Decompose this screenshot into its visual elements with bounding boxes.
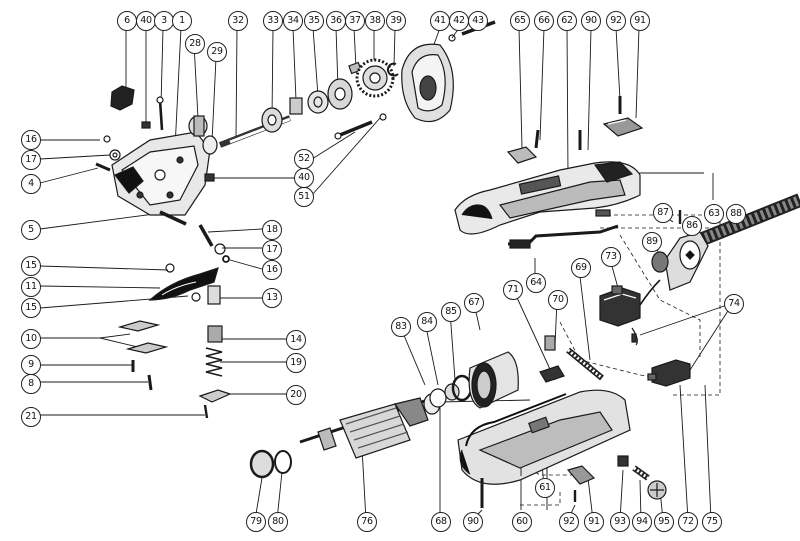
callout-8: 8 xyxy=(21,374,41,394)
callout-20: 20 xyxy=(286,385,306,405)
callout-75: 75 xyxy=(702,512,722,532)
callout-95: 95 xyxy=(654,512,674,532)
callout-35: 35 xyxy=(304,11,324,31)
callout-52: 52 xyxy=(294,149,314,169)
callout-67: 67 xyxy=(464,293,484,313)
callout-18: 18 xyxy=(262,220,282,240)
callout-62: 62 xyxy=(557,11,577,31)
callout-80: 80 xyxy=(268,512,288,532)
callout-9: 9 xyxy=(21,355,41,375)
callout-61: 61 xyxy=(535,478,555,498)
callout-17: 17 xyxy=(262,240,282,260)
callout-93: 93 xyxy=(610,512,630,532)
callout-38: 38 xyxy=(365,11,385,31)
callout-89: 89 xyxy=(642,232,662,252)
callout-84: 84 xyxy=(417,312,437,332)
callout-91: 91 xyxy=(584,512,604,532)
switch-and-cable-group xyxy=(599,193,800,387)
callout-16: 16 xyxy=(262,260,282,280)
blade-and-spring-group xyxy=(117,210,232,419)
callout-6: 6 xyxy=(117,11,137,31)
callout-11: 11 xyxy=(21,277,41,297)
callout-79: 79 xyxy=(246,512,266,532)
callout-40: 40 xyxy=(294,168,314,188)
callout-69: 69 xyxy=(571,258,591,278)
motor-group xyxy=(249,335,667,508)
callout-14: 14 xyxy=(286,330,306,350)
callout-70: 70 xyxy=(548,290,568,310)
callout-40: 40 xyxy=(136,11,156,31)
callout-90: 90 xyxy=(581,11,601,31)
callout-88: 88 xyxy=(726,204,746,224)
callout-64: 64 xyxy=(526,273,546,293)
callout-28: 28 xyxy=(185,34,205,54)
handle-shell-group xyxy=(454,96,644,249)
callout-13: 13 xyxy=(262,288,282,308)
callout-16: 16 xyxy=(21,130,41,150)
callout-29: 29 xyxy=(207,42,227,62)
callout-3: 3 xyxy=(154,11,174,31)
callout-90: 90 xyxy=(463,512,483,532)
group-bracket xyxy=(520,468,548,476)
callout-19: 19 xyxy=(286,353,306,373)
callout-66: 66 xyxy=(534,11,554,31)
callout-87: 87 xyxy=(653,203,673,223)
callout-83: 83 xyxy=(391,317,411,337)
callout-65: 65 xyxy=(510,11,530,31)
callout-43: 43 xyxy=(468,11,488,31)
callout-91: 91 xyxy=(630,11,650,31)
callout-10: 10 xyxy=(21,329,41,349)
callout-39: 39 xyxy=(386,11,406,31)
callout-42: 42 xyxy=(449,11,469,31)
callout-4: 4 xyxy=(21,174,41,194)
callout-41: 41 xyxy=(430,11,450,31)
callout-68: 68 xyxy=(431,512,451,532)
callout-15: 15 xyxy=(21,298,41,318)
callout-36: 36 xyxy=(326,11,346,31)
callout-92: 92 xyxy=(559,512,579,532)
callout-37: 37 xyxy=(345,11,365,31)
callout-15: 15 xyxy=(21,256,41,276)
callout-5: 5 xyxy=(21,220,41,240)
callout-63: 63 xyxy=(704,204,724,224)
callout-71: 71 xyxy=(503,280,523,300)
callout-1: 1 xyxy=(172,11,192,31)
callout-72: 72 xyxy=(678,512,698,532)
callout-76: 76 xyxy=(357,512,377,532)
callout-51: 51 xyxy=(294,187,314,207)
callout-73: 73 xyxy=(601,247,621,267)
callout-34: 34 xyxy=(283,11,303,31)
callout-94: 94 xyxy=(632,512,652,532)
callout-21: 21 xyxy=(21,407,41,427)
callout-33: 33 xyxy=(263,11,283,31)
callout-85: 85 xyxy=(441,302,461,322)
gear-head-group xyxy=(95,20,496,216)
callout-86: 86 xyxy=(682,216,702,236)
callout-32: 32 xyxy=(228,11,248,31)
callout-17: 17 xyxy=(21,150,41,170)
callout-74: 74 xyxy=(724,294,744,314)
callout-60: 60 xyxy=(512,512,532,532)
callout-92: 92 xyxy=(606,11,626,31)
